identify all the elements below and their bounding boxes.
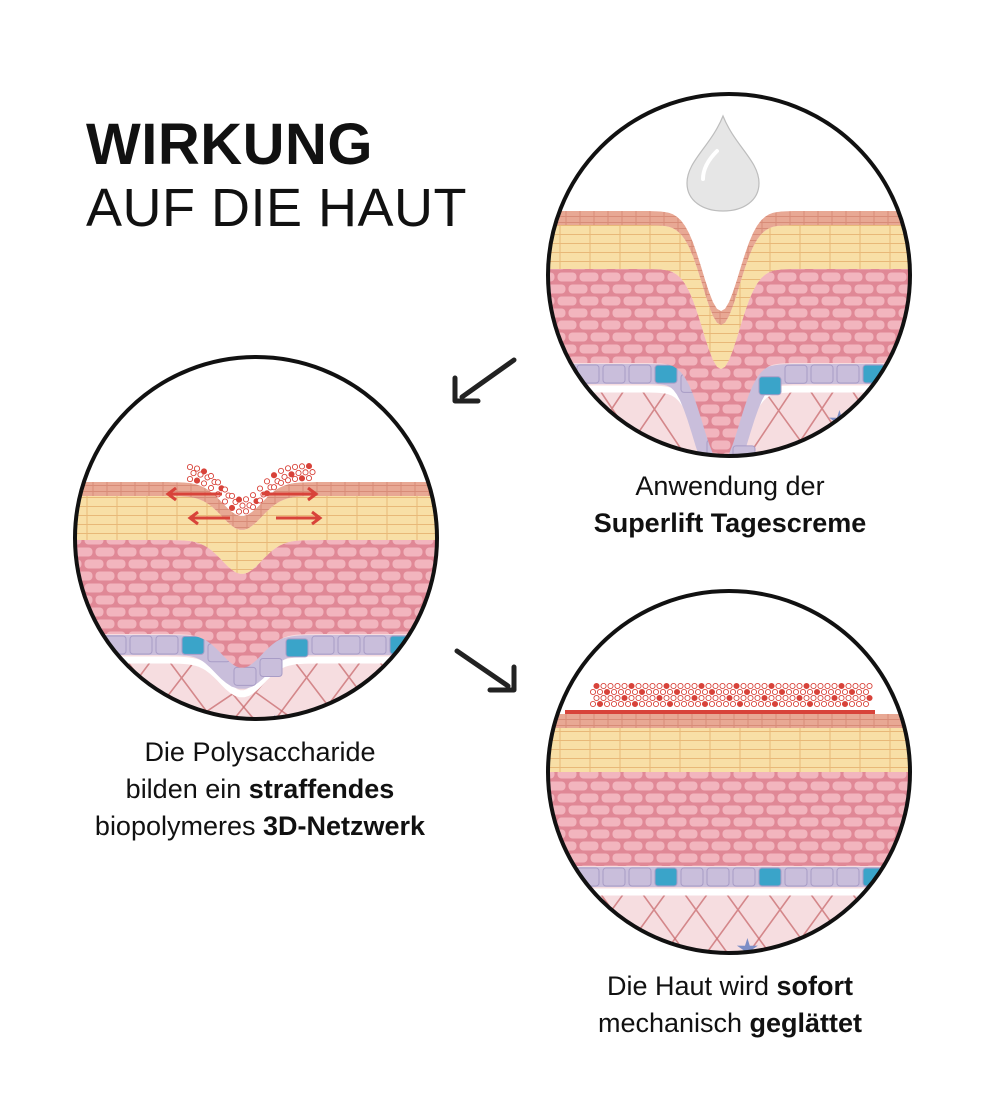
heading-line-1: WIRKUNG [86,112,374,177]
caption-text: Die Polysaccharide [144,737,376,767]
caption-text: Anwendung der [635,471,825,501]
heading-line-2: AUF DIE HAUT [86,178,468,238]
caption-text: mechanisch [597,1008,750,1038]
caption-text: biopolymeres [94,811,263,841]
caption-emphasis: sofort [776,971,854,1001]
caption-line: bilden ein straffendes [40,771,480,808]
caption-emphasis: Superlift Tagescreme [593,508,867,538]
caption-line: biopolymeres 3D-Netzwerk [40,808,480,845]
arrow-step1-to-step2-icon [452,357,517,404]
skin-circle-cream-application [546,92,912,458]
page-heading: WIRKUNG AUF DIE HAUT [86,112,467,238]
caption-emphasis: straffendes [248,774,395,804]
skin-circle-polysaccharide-network [73,355,439,721]
arrow-step2-to-step3-icon [454,648,517,693]
caption-line: mechanisch geglättet [520,1005,940,1042]
caption-text: bilden ein [125,774,249,804]
skin-circle-smoothed-skin [546,589,912,955]
caption-line: Die Haut wird sofort [520,968,940,1005]
caption-line: Superlift Tagescreme [520,505,940,542]
caption-emphasis: 3D-Netzwerk [263,811,426,841]
caption-line: Anwendung der [520,468,940,505]
caption-text: Die Haut wird [606,971,777,1001]
caption-line: Die Polysaccharide [40,734,480,771]
caption-emphasis: geglättet [749,1008,863,1038]
caption-step-2: Die Polysaccharide bilden ein straffendes… [40,734,480,845]
